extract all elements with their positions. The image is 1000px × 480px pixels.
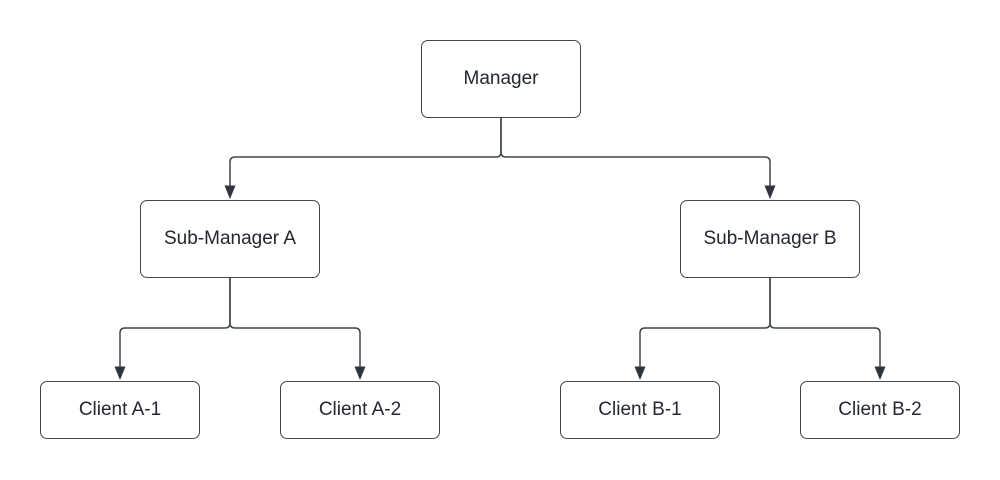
edge-manager-to-sub-manager-a — [224, 118, 502, 199]
node-sub-manager-a[interactable]: Sub-Manager A — [140, 200, 320, 278]
node-manager[interactable]: Manager — [421, 40, 581, 118]
edge-sub-manager-a-to-client-a2 — [229, 278, 366, 380]
node-client-a1[interactable]: Client A-1 — [40, 381, 200, 439]
node-client-b1[interactable]: Client B-1 — [560, 381, 720, 439]
node-client-a1-label: Client A-1 — [78, 398, 162, 420]
node-client-b1-label: Client B-1 — [598, 398, 682, 420]
node-sub-manager-a-label: Sub-Manager A — [163, 227, 297, 249]
edge-manager-to-sub-manager-b — [500, 118, 776, 199]
node-sub-manager-b[interactable]: Sub-Manager B — [680, 200, 860, 278]
node-client-b2-label: Client B-2 — [838, 398, 922, 420]
edge-sub-manager-a-to-client-a1 — [114, 278, 231, 380]
edge-sub-manager-b-to-client-b2 — [769, 278, 886, 380]
edge-sub-manager-b-to-client-b1 — [634, 278, 771, 380]
node-sub-manager-b-label: Sub-Manager B — [703, 227, 837, 249]
node-client-b2[interactable]: Client B-2 — [800, 381, 960, 439]
node-client-a2[interactable]: Client A-2 — [280, 381, 440, 439]
node-client-a2-label: Client A-2 — [318, 398, 402, 420]
node-manager-label: Manager — [463, 67, 539, 89]
